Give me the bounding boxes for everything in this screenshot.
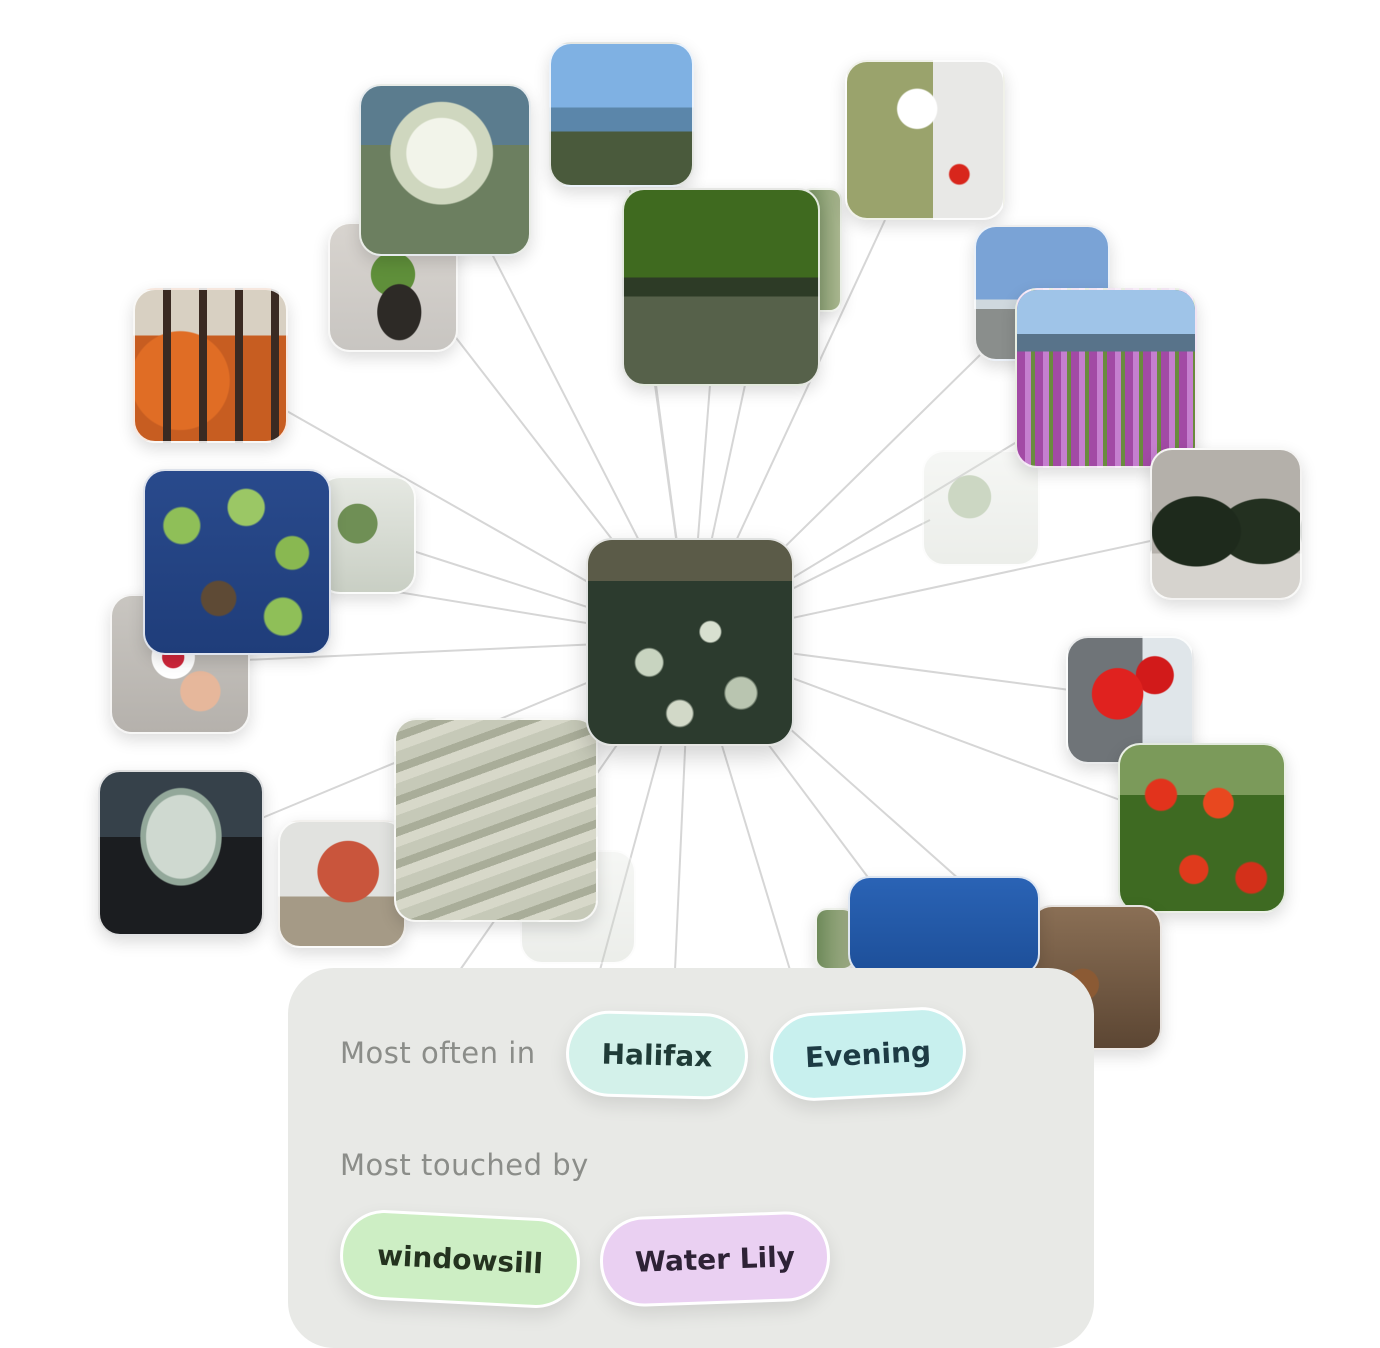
- white-poppy-photo[interactable]: [845, 60, 1005, 220]
- chip-water-lily[interactable]: Water Lily: [598, 1210, 832, 1308]
- lily-pads-duck-photo[interactable]: [143, 469, 331, 655]
- ocean-photo[interactable]: [848, 876, 1040, 976]
- houseplant-photo[interactable]: [318, 476, 416, 594]
- location-label: Most often in: [340, 1036, 536, 1070]
- houseplant-faded-photo[interactable]: [922, 450, 1040, 566]
- fireweed-photo[interactable]: [1015, 288, 1197, 468]
- dandelion-photo[interactable]: [359, 84, 531, 256]
- chip-halifax[interactable]: Halifax: [564, 1009, 750, 1101]
- snowy-trees-photo[interactable]: [1150, 448, 1302, 600]
- chip-evening[interactable]: Evening: [767, 1004, 969, 1104]
- water-lily-photo[interactable]: [586, 538, 794, 746]
- cactus-photo[interactable]: [98, 770, 264, 936]
- autumn-forest-photo[interactable]: [133, 288, 288, 443]
- info-card: Most often in Halifax Evening Most touch…: [288, 968, 1094, 1348]
- red-tree-photo[interactable]: [278, 820, 406, 948]
- sandy-water-photo[interactable]: [394, 718, 598, 922]
- poppies-photo[interactable]: [1118, 743, 1286, 913]
- beach-sky-photo[interactable]: [549, 42, 694, 187]
- river-photo[interactable]: [622, 188, 820, 386]
- touched-label: Most touched by: [340, 1148, 589, 1182]
- chip-windowsill[interactable]: windowsill: [337, 1207, 583, 1311]
